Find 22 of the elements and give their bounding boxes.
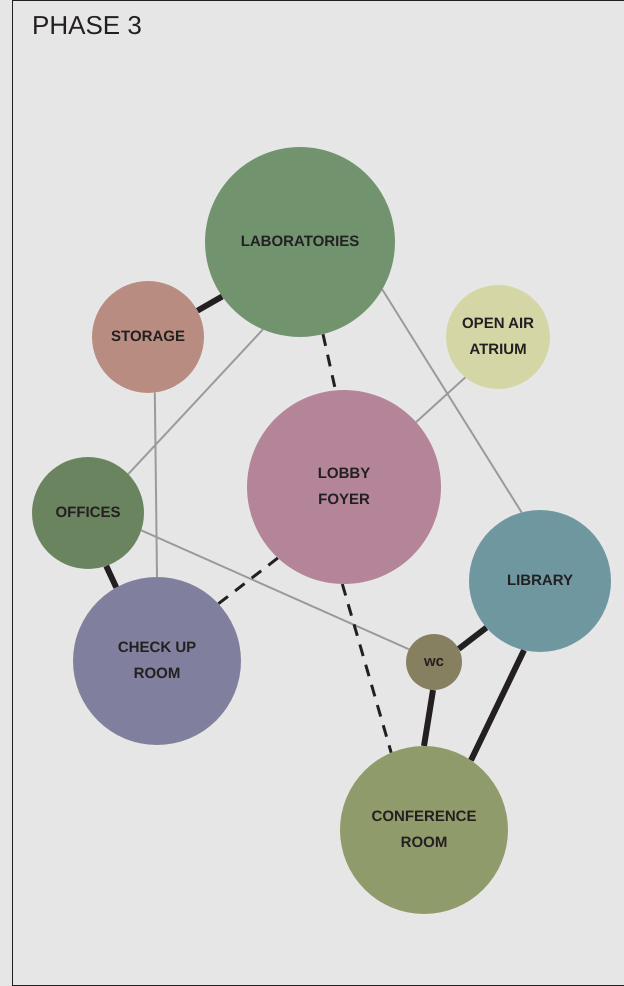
- diagram-title: PHASE 3: [32, 12, 142, 38]
- connector-line: [154, 392, 158, 578]
- room-label: LABORATORIES: [240, 232, 360, 252]
- room-label: CONFERENCE ROOM: [370, 807, 478, 853]
- connector-line: [381, 288, 522, 513]
- connector-line: [218, 556, 279, 605]
- room-label: LOBBY FOYER: [316, 464, 372, 510]
- connector-line: [128, 328, 264, 475]
- room-label: wc: [424, 652, 444, 672]
- connector-line: [468, 648, 527, 762]
- room-label: CHECK UP ROOM: [116, 638, 198, 684]
- connector-line: [104, 564, 119, 589]
- connector-line: [196, 294, 224, 314]
- connector-line: [421, 690, 436, 746]
- connector-line: [456, 625, 488, 652]
- room-label: OPEN AIR ATRIUM: [461, 314, 535, 360]
- connector-line: [340, 584, 393, 754]
- connector-line: [140, 529, 410, 650]
- room-label: LIBRARY: [506, 571, 574, 591]
- connector-line: [415, 376, 466, 423]
- room-label: STORAGE: [111, 327, 185, 347]
- room-label: OFFICES: [55, 503, 120, 523]
